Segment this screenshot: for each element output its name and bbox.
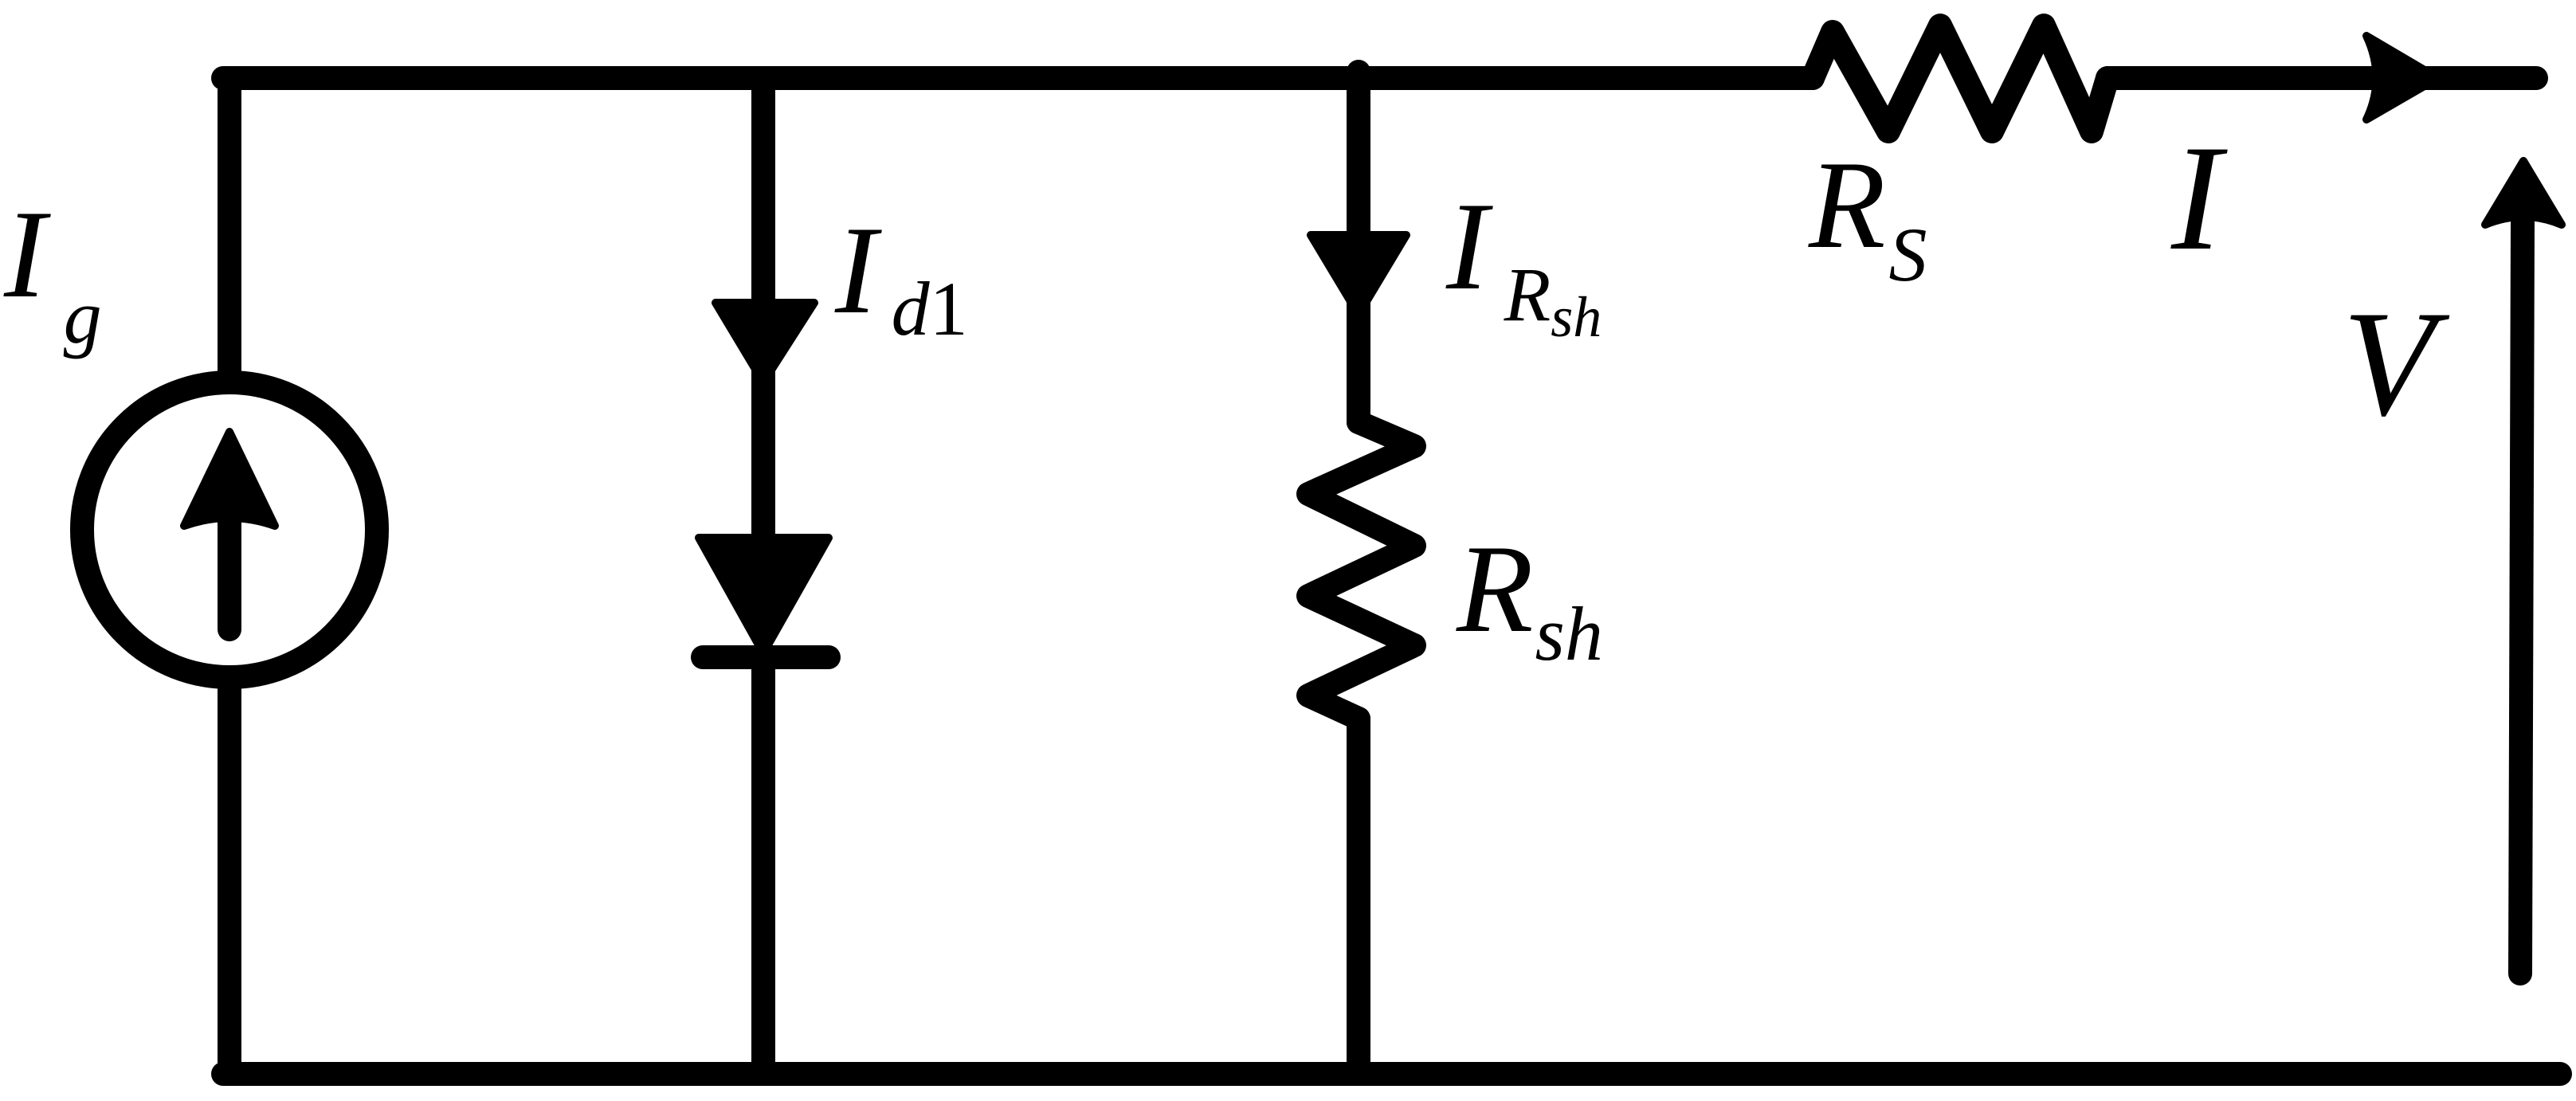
series-resistor-label: RS xyxy=(1808,135,1927,297)
series-resistor-zigzag xyxy=(1801,14,2119,143)
current-source xyxy=(70,66,389,1086)
shunt-resistor-zigzag xyxy=(1296,410,1426,731)
shunt-resistor xyxy=(1296,60,1426,1086)
shunt-current-arrow-head xyxy=(1307,231,1410,319)
voltage-arrow-shaft xyxy=(2508,211,2535,985)
output-current-arrow-head xyxy=(2362,32,2442,123)
diode-current-arrow-head xyxy=(712,299,818,386)
voltage-arrow-head xyxy=(2481,157,2566,229)
current-source-arrow-head xyxy=(180,428,279,530)
shunt-resistor-label: Rsh xyxy=(1456,519,1603,676)
output-current-label: I xyxy=(2170,115,2228,282)
diode xyxy=(691,66,841,1086)
output-voltage-label: V xyxy=(2343,280,2450,448)
current-source-circle xyxy=(70,370,389,689)
diode-triangle xyxy=(695,534,833,657)
